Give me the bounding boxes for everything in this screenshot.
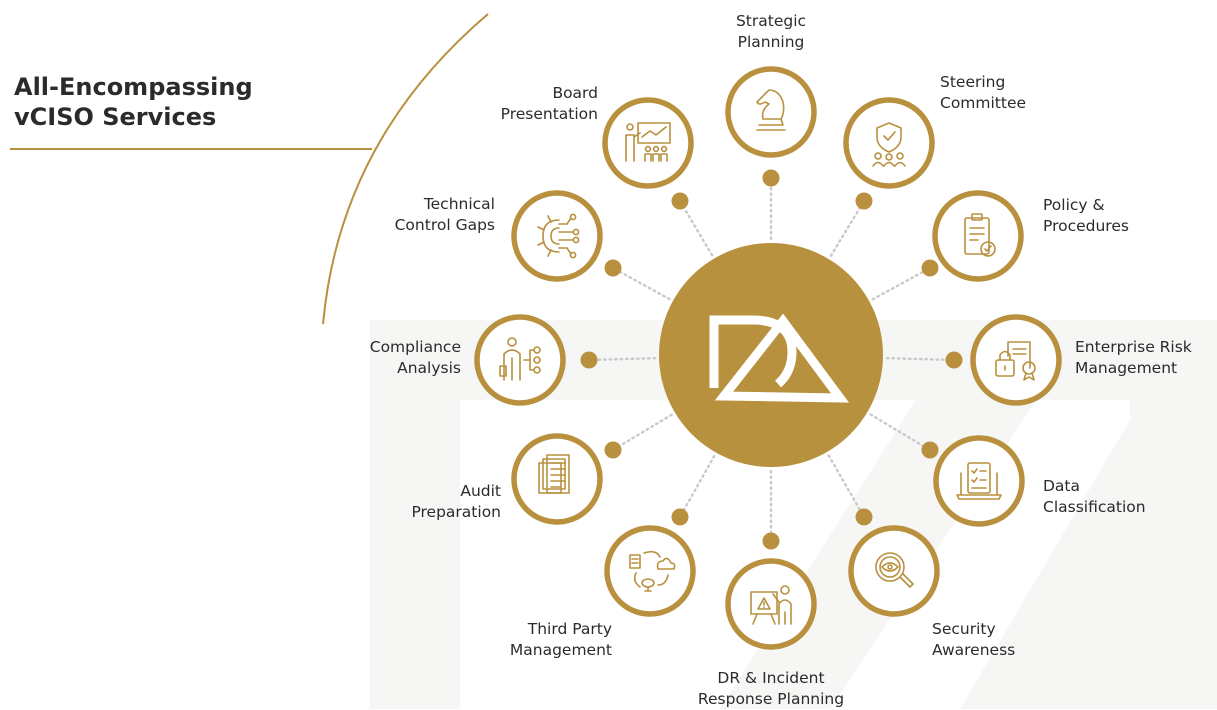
connector-spoke (885, 356, 956, 362)
service-node (932, 190, 1024, 282)
presenter-warning-icon (750, 585, 792, 625)
service-node-ring (933, 435, 1025, 527)
page-title-line2: vCISO Services (14, 103, 217, 131)
service-node-ring (843, 97, 935, 189)
connector-dot (604, 259, 622, 277)
connector-spoke (678, 199, 714, 257)
service-node-ring (604, 525, 696, 617)
service-nodes (474, 66, 1062, 650)
service-node (933, 435, 1025, 527)
service-node-ring (725, 66, 817, 158)
person-hierarchy-icon (499, 337, 541, 381)
service-node (604, 525, 696, 617)
document-stack-icon (538, 454, 570, 494)
shield-team-icon (872, 122, 906, 167)
service-node-ring (848, 525, 940, 617)
page-title: All-Encompassing vCISO Services (14, 72, 253, 132)
connector-dot (762, 169, 780, 187)
hub (659, 243, 883, 467)
service-node (970, 314, 1062, 406)
cloud-cycle-icon (629, 550, 676, 592)
service-node (511, 433, 603, 525)
hub-circle (659, 243, 883, 467)
service-node-ring (932, 190, 1024, 282)
connector-dot (921, 259, 939, 277)
connector-dot (671, 192, 689, 210)
service-node (725, 66, 817, 158)
connector-spoke (587, 356, 657, 362)
connector-spoke (611, 413, 673, 452)
connector-dot (604, 441, 622, 459)
connector-spoke (827, 454, 866, 519)
service-node-ring (725, 558, 817, 650)
decorative-arc (322, 13, 489, 325)
connector-dot (855, 508, 873, 526)
connector-spokes (580, 169, 963, 550)
connector-dot (580, 351, 598, 369)
service-node (474, 314, 566, 406)
service-node-ring (511, 433, 603, 525)
board-presentation-icon (625, 122, 671, 162)
da-logo-icon (709, 313, 850, 403)
clipboard-check-icon (964, 213, 996, 257)
service-node (848, 525, 940, 617)
connector-spoke (871, 266, 932, 301)
gear-network-icon (537, 213, 580, 259)
connector-dot (855, 192, 873, 210)
connector-spoke (829, 199, 866, 257)
connector-dot (762, 532, 780, 550)
magnifier-eye-icon (875, 552, 914, 588)
label-policy-procedures: Policy &Procedures (1043, 196, 1129, 235)
connector-spoke (678, 454, 716, 519)
lock-certificate-icon (995, 341, 1036, 381)
service-node-ring (511, 190, 603, 282)
chess-knight-icon (756, 89, 786, 131)
connector-dot (671, 508, 689, 526)
page-title-line1: All-Encompassing (14, 73, 253, 101)
laptop-checklist-icon (956, 462, 1002, 500)
service-node (725, 558, 817, 650)
connector-spoke (869, 413, 932, 452)
connector-spoke (611, 266, 671, 301)
service-node (602, 97, 694, 189)
connector-dot (921, 441, 939, 459)
connector-dot (945, 351, 963, 369)
service-node-ring (970, 314, 1062, 406)
service-node (511, 190, 603, 282)
service-node (843, 97, 935, 189)
title-underline (10, 148, 372, 150)
